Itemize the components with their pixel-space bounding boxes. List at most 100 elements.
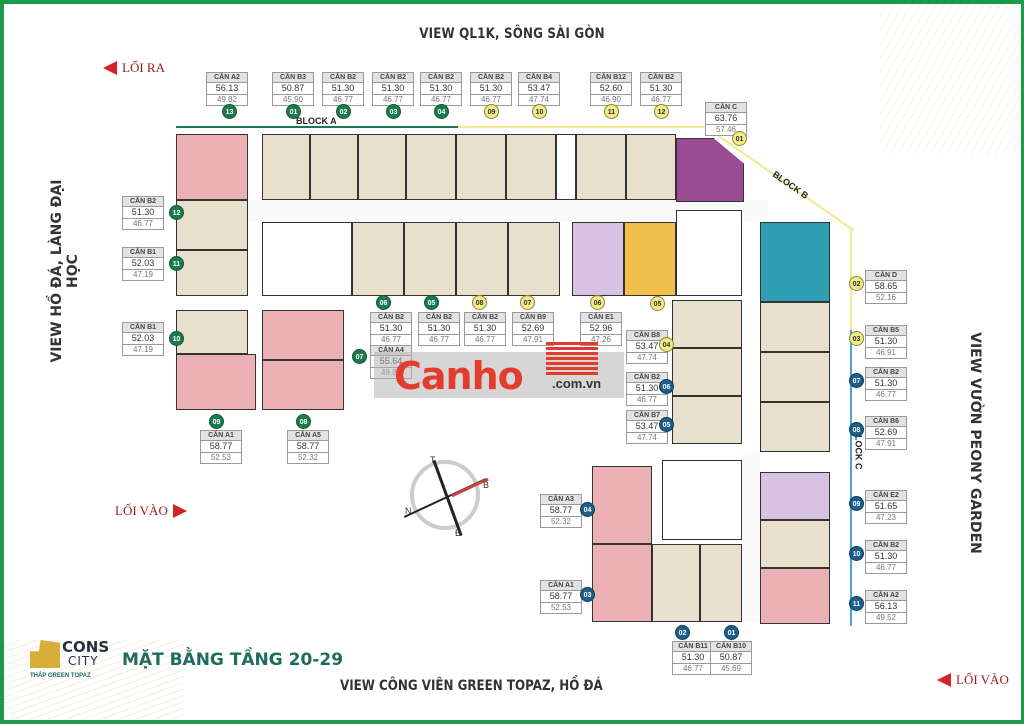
unit-number-badge: 10 (169, 331, 184, 346)
unit-a11[interactable] (176, 250, 248, 296)
unit-a12[interactable] (176, 200, 248, 250)
unit-c07[interactable] (760, 352, 830, 402)
unit-a08[interactable] (262, 360, 344, 410)
arrow-left-icon (103, 61, 117, 75)
unit-number-badge: 03 (580, 587, 595, 602)
view-label-right: VIEW VƯỜN PEONY GARDEN (967, 332, 983, 554)
unit-area-gross: 52.96 (581, 323, 621, 335)
unit-c09[interactable] (760, 472, 830, 520)
unit-type: CĂN B2 (866, 541, 906, 551)
unit-b09[interactable] (456, 134, 506, 200)
unit-c10[interactable] (760, 520, 830, 568)
unit-number-badge: 08 (296, 414, 311, 429)
unit-area-gross: 51.30 (465, 323, 505, 335)
unit-b06[interactable] (572, 222, 624, 296)
unit-b10[interactable] (506, 134, 556, 200)
unit-area-net: 46.77 (480, 95, 502, 104)
unit-b05[interactable] (624, 222, 676, 296)
unit-type: CĂN B2 (641, 73, 681, 83)
page-title: MẶT BẰNG TẦNG 20-29 (122, 650, 344, 670)
unit-area-net: 45.69 (720, 664, 742, 673)
unit-area-gross: 50.87 (711, 652, 751, 664)
unit-area-gross: 58.77 (288, 441, 328, 453)
view-label-left: VIEW HỒ ĐÁ, LÀNG ĐẠI HỌC (49, 179, 81, 363)
unit-a05[interactable] (404, 222, 456, 296)
unit-number-badge: 11 (849, 596, 864, 611)
unit-b03[interactable] (760, 302, 830, 352)
corridor-c (742, 452, 760, 622)
unit-area-net: 57.46 (715, 125, 737, 134)
unit-area-net: 47.19 (132, 345, 154, 354)
unit-area-gross: 51.30 (371, 323, 411, 335)
unit-number-badge: 05 (424, 295, 439, 310)
entry-marker-left: LỐI VÀO (115, 503, 187, 519)
unit-c11[interactable] (760, 568, 830, 624)
unit-number-badge: 08 (849, 422, 864, 437)
unit-a10[interactable] (176, 310, 248, 354)
unit-a04[interactable] (406, 134, 456, 200)
unit-area-gross: 58.77 (201, 441, 241, 453)
unit-area-net: 52.53 (210, 453, 232, 462)
unit-b12[interactable] (626, 134, 676, 200)
unit-number-badge: 02 (675, 625, 690, 640)
unit-number-badge: 04 (434, 104, 449, 119)
block-a-line (176, 126, 458, 128)
unit-c03[interactable] (592, 544, 652, 622)
unit-a03[interactable] (358, 134, 406, 200)
unit-area-net: 49.52 (875, 613, 897, 622)
unit-type: CĂN B10 (711, 642, 751, 652)
unit-area-net: 46.77 (682, 664, 704, 673)
block-c-line (850, 330, 852, 626)
core-block-c (662, 460, 742, 540)
unit-type: CĂN B11 (673, 642, 713, 652)
unit-number-badge: 10 (849, 546, 864, 561)
unit-number-badge: 01 (732, 131, 747, 146)
unit-c05[interactable] (672, 396, 742, 444)
unit-type: CĂN D (866, 271, 906, 281)
unit-a13[interactable] (176, 134, 248, 200)
unit-c01[interactable] (700, 544, 742, 622)
unit-number-badge: 07 (849, 373, 864, 388)
unit-type: CĂN B4 (519, 73, 559, 83)
logo-brand-2: CITY (68, 654, 99, 668)
unit-c08[interactable] (760, 402, 830, 452)
unit-b07[interactable] (508, 222, 560, 296)
unit-a06[interactable] (352, 222, 404, 296)
unit-area-gross: 52.03 (123, 333, 163, 345)
unit-b08[interactable] (456, 222, 508, 296)
unit-c06[interactable] (672, 348, 742, 396)
corridor-top (176, 200, 768, 222)
unit-b04[interactable] (672, 300, 742, 348)
unit-c02[interactable] (652, 544, 700, 622)
unit-type: CĂN B3 (273, 73, 313, 83)
unit-area-net: 52.32 (550, 517, 572, 526)
unit-b11[interactable] (576, 134, 626, 200)
unit-a07[interactable] (262, 310, 344, 360)
unit-number-badge: 02 (336, 104, 351, 119)
unit-number-badge: 04 (580, 502, 595, 517)
unit-number-badge: 09 (209, 414, 224, 429)
unit-a09[interactable] (176, 354, 256, 410)
unit-type: CĂN B12 (591, 73, 631, 83)
unit-type: CĂN B2 (421, 73, 461, 83)
unit-a02[interactable] (310, 134, 358, 200)
unit-area-gross: 51.30 (866, 551, 906, 563)
unit-type: CĂN B8 (627, 331, 667, 341)
unit-area-gross: 51.30 (641, 83, 681, 95)
unit-area-gross: 51.30 (373, 83, 413, 95)
unit-number-badge: 01 (286, 104, 301, 119)
unit-area-net: 46.77 (875, 390, 897, 399)
unit-area-gross: 51.30 (123, 207, 163, 219)
unit-a01[interactable] (262, 134, 310, 200)
unit-number-badge: 13 (222, 104, 237, 119)
unit-area-net: 47.23 (875, 513, 897, 522)
unit-b02[interactable] (760, 222, 830, 302)
unit-c04[interactable] (592, 466, 652, 544)
